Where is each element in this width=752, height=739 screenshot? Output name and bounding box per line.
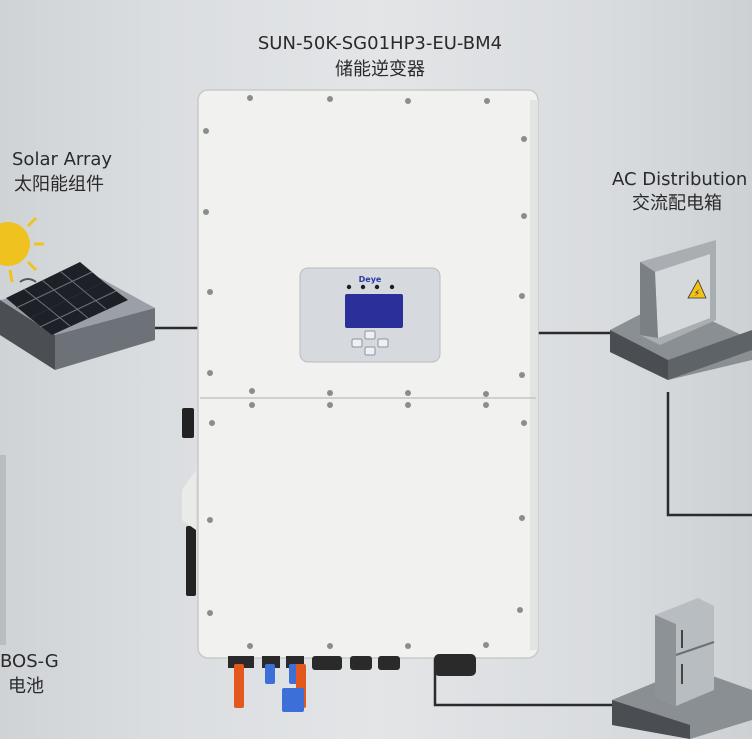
model-subtitle: 储能逆变器 (335, 59, 425, 80)
control-buttons[interactable] (351, 330, 389, 356)
left-handle (182, 408, 194, 438)
bottom-terminals (228, 654, 476, 712)
ac-distribution-icon: ⚡ (610, 240, 752, 380)
down-button[interactable] (364, 346, 376, 356)
blue-terminal-1 (265, 664, 275, 684)
lcd-screen (345, 294, 403, 328)
inverter-body (197, 89, 539, 659)
up-button[interactable] (364, 330, 376, 340)
svg-text:⚡: ⚡ (694, 289, 700, 299)
solar-array-icon (0, 262, 155, 370)
ac-label-cn: 交流配电箱 (632, 193, 722, 214)
model-title: SUN-50K-SG01HP3-EU-BM4 (257, 33, 503, 54)
status-leds (346, 284, 395, 290)
left-bracket (186, 526, 196, 596)
comm-port (282, 688, 304, 712)
battery-label-cn: 电池 (8, 676, 44, 697)
ac-label-en: AC Distribution (612, 169, 748, 190)
esc-button[interactable] (351, 338, 363, 348)
enter-button[interactable] (377, 338, 389, 348)
orange-terminal-1 (234, 664, 244, 708)
solar-label-cn: 太阳能组件 (14, 174, 104, 195)
battery-label-en: BOS-G (0, 651, 59, 672)
ac-down-wire (666, 392, 752, 517)
screws (203, 95, 527, 649)
brand-logo: Deye (359, 275, 382, 284)
side-flap (182, 470, 196, 530)
refrigerator-icon (612, 598, 752, 739)
solar-label-en: Solar Array (12, 149, 113, 170)
battery-edge (0, 455, 6, 645)
